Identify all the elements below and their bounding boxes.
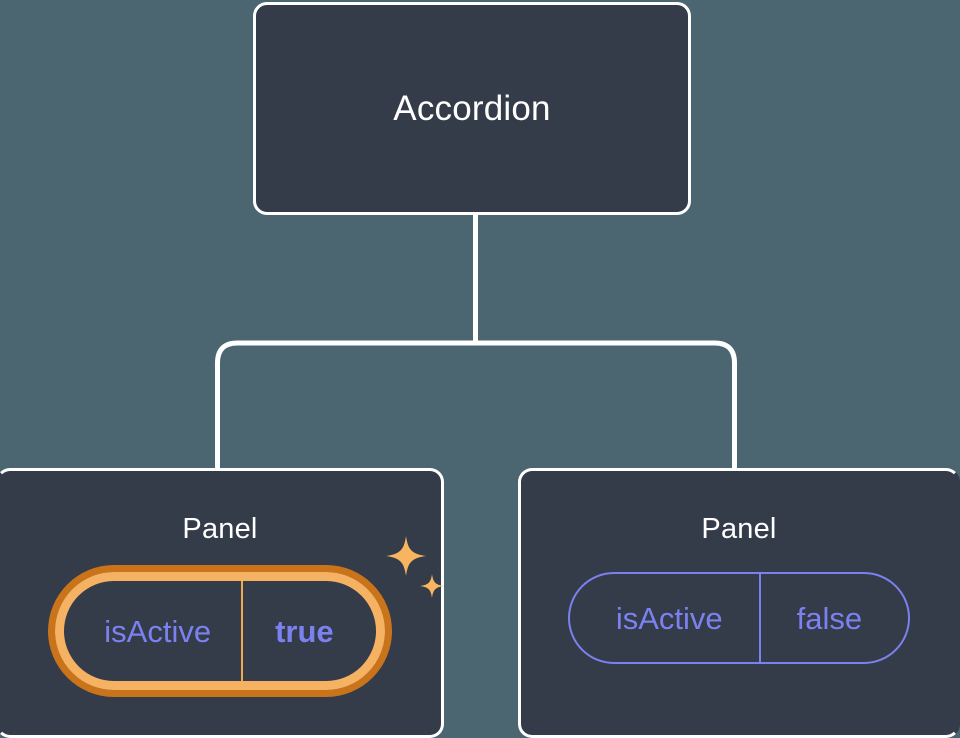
prop-key-text: isActive <box>615 600 723 636</box>
prop-badge-isactive-false[interactable]: isActive false <box>567 572 911 664</box>
prop-key: isActive <box>64 581 241 681</box>
node-title: Accordion <box>393 88 551 128</box>
prop-value: false <box>758 574 908 662</box>
prop-badge-isactive-true[interactable]: isActive true <box>55 572 385 690</box>
prop-badge-wrapper: isActive true <box>0 572 441 690</box>
prop-value-text: true <box>275 613 334 649</box>
node-title: Panel <box>701 513 777 545</box>
prop-key-text: isActive <box>104 613 212 649</box>
node-title: Panel <box>182 513 258 545</box>
connector-branches <box>215 340 737 470</box>
prop-badge-wrapper: isActive false <box>521 572 957 664</box>
tree-node-accordion[interactable]: Accordion <box>253 2 691 215</box>
prop-value-text: false <box>796 600 863 636</box>
tree-node-panel-inactive[interactable]: Panel isActive false <box>518 468 960 738</box>
tree-node-panel-active[interactable]: Panel isActive true <box>0 468 444 738</box>
prop-value: true <box>241 581 376 681</box>
prop-key: isActive <box>570 574 759 662</box>
